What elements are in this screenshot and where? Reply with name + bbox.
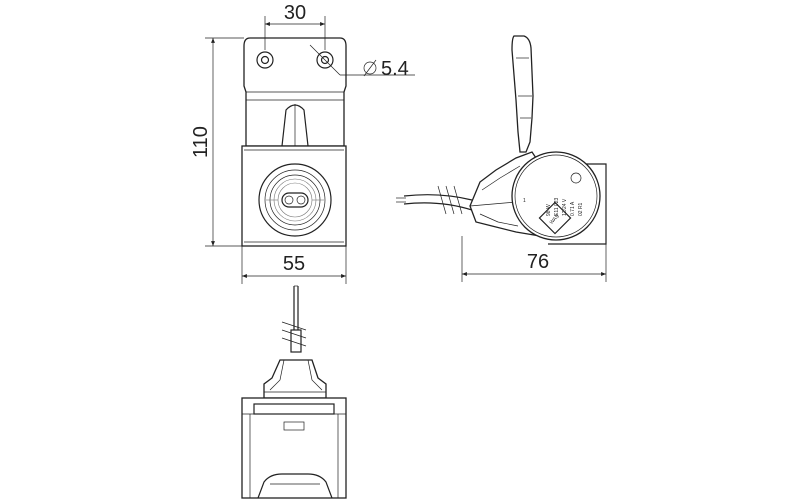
label-line-3: 12/24 V xyxy=(562,198,568,216)
cable-bottom xyxy=(281,285,307,353)
label-line-4: 0.71 A xyxy=(570,201,576,216)
side-view: 98 W E11 023 12/24 V 0.71 A 02 R1 WAŚ 1 … xyxy=(396,35,607,282)
dimension-height: 110 xyxy=(190,37,244,247)
dimension-hole-diameter: 5.4 xyxy=(309,44,415,80)
dimension-base-width: 55 xyxy=(241,246,347,284)
dim-label-55: 55 xyxy=(283,253,305,275)
label-line-5: 02 R1 xyxy=(578,202,584,216)
dim-label-5-4: 5.4 xyxy=(381,58,409,80)
dim-label-76: 76 xyxy=(527,251,549,273)
product-label: 98 W E11 023 12/24 V 0.71 A 02 R1 xyxy=(546,198,584,216)
dimension-top-width: 30 xyxy=(264,2,326,50)
bottom-view xyxy=(241,285,347,499)
lens xyxy=(258,163,332,237)
mounting-hole-left xyxy=(256,51,274,69)
label-line-2: E11 023 xyxy=(554,198,560,216)
dim-label-110: 110 xyxy=(190,126,212,158)
dimension-depth: 76 xyxy=(461,236,607,282)
label-mark: 1 xyxy=(523,198,526,204)
mounting-hole-right xyxy=(316,51,334,69)
cable-side xyxy=(396,185,473,215)
label-line-1: 98 W xyxy=(546,204,552,216)
dim-label-30: 30 xyxy=(284,2,306,24)
front-view: 30 5.4 110 55 xyxy=(190,2,415,284)
